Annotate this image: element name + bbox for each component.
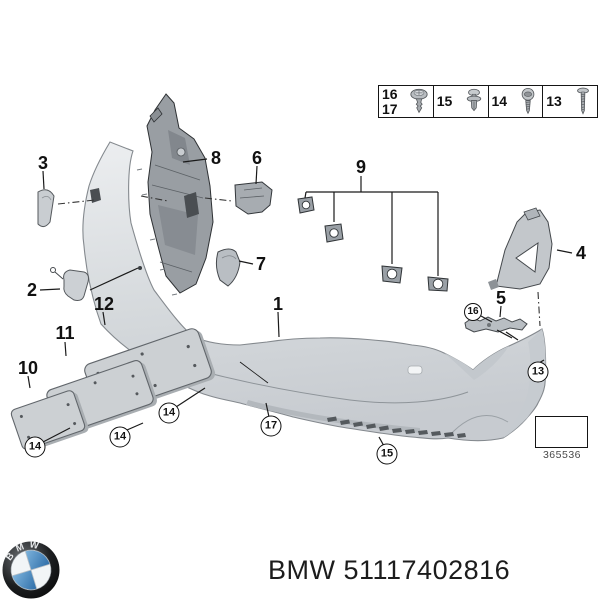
callout-5: 5 <box>495 288 507 308</box>
fastener-cell-14: 14 <box>487 86 543 117</box>
callout-circled-15: 15 <box>376 443 398 465</box>
diagram-stamp-number: 365536 <box>542 449 582 461</box>
fastener-legend-table: 16 17 15 14 <box>378 85 598 118</box>
leader-lines <box>27 158 573 447</box>
push-rivet-icon <box>410 88 428 114</box>
fastener-cell-16-17: 16 17 <box>379 86 433 117</box>
support-bracket-part4 <box>488 207 553 290</box>
callout-9: 9 <box>355 157 367 177</box>
callout-circled-13: 13 <box>527 361 549 383</box>
bracket-part6 <box>234 181 273 215</box>
fastener-cell-15: 15 <box>432 86 488 117</box>
callout-8: 8 <box>210 148 222 168</box>
washer-cover-part3 <box>37 189 55 228</box>
callout-7: 7 <box>255 254 267 274</box>
bmw-roundel-logo: BMW <box>1 540 60 599</box>
callout-circled-17: 17 <box>260 415 282 437</box>
callout-6: 6 <box>251 148 263 168</box>
callout-10: 10 <box>17 358 39 378</box>
fastener-cell-13: 13 <box>542 86 597 117</box>
callout-4: 4 <box>575 243 587 263</box>
callout-1: 1 <box>272 294 284 314</box>
callout-3: 3 <box>37 153 49 173</box>
callout-11: 11 <box>55 323 75 343</box>
guide-rail-part5 <box>464 316 528 333</box>
fastener-label-15: 15 <box>436 93 453 110</box>
callout-12: 12 <box>93 294 115 314</box>
callout-circled-14: 14 <box>109 426 131 448</box>
fastener-label-17: 17 <box>382 100 398 117</box>
bracket-part7 <box>215 248 241 287</box>
expansion-rivet-icon <box>466 88 481 112</box>
part-number-text: BMW 51117402816 <box>268 555 511 585</box>
plate-base-part10 <box>10 390 89 452</box>
callout-2: 2 <box>26 280 38 300</box>
diagram-stamp-box <box>535 416 588 448</box>
long-screw-icon <box>577 87 589 115</box>
tow-hook-cover-part2 <box>50 267 89 301</box>
callout-circled-16: 16 <box>464 303 482 321</box>
callout-circled-14: 14 <box>158 402 180 424</box>
assembly-dash-lines <box>57 195 541 327</box>
fastener-label-16: 16 <box>382 86 398 102</box>
side-support-bracket-part8 <box>146 93 214 294</box>
pan-head-screw-icon <box>521 87 535 115</box>
fastener-label-13: 13 <box>546 93 562 110</box>
callout-circled-14: 14 <box>24 436 46 458</box>
pdc-sensor-holders-part9 <box>297 196 449 292</box>
fastener-label-14: 14 <box>491 93 508 110</box>
